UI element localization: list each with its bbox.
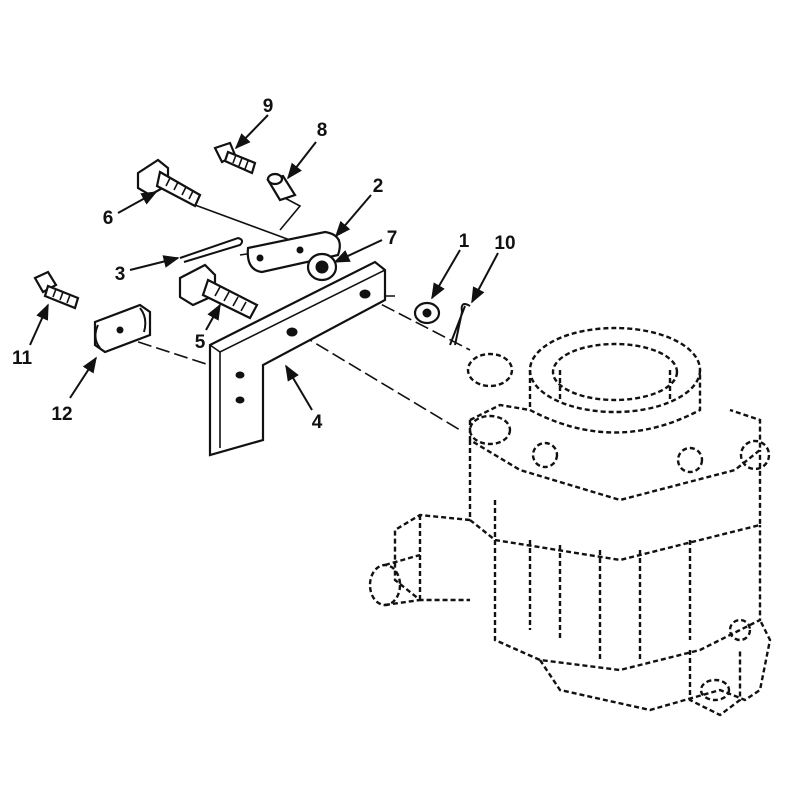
callout-11: 11 — [12, 348, 33, 369]
screw-9 — [213, 141, 257, 175]
cotter-pin-10 — [449, 303, 471, 346]
spring-clip-3 — [179, 236, 244, 263]
throttle-cable-bracket — [208, 260, 387, 457]
callout-4: 4 — [312, 412, 323, 433]
callout-5: 5 — [195, 332, 206, 353]
callout-9: 9 — [263, 96, 274, 117]
clip-12 — [93, 303, 152, 354]
leader-arrows — [29, 114, 499, 411]
callout-6: 6 — [103, 208, 114, 229]
lever-bushing — [306, 252, 338, 282]
carburetor-phantom — [368, 326, 772, 717]
callout-8: 8 — [317, 120, 328, 141]
washer-1 — [413, 301, 441, 325]
callout-labels: 9 8 2 6 7 1 10 3 5 11 12 4 — [12, 96, 516, 433]
screw-11 — [33, 270, 80, 310]
callout-12: 12 — [51, 404, 72, 425]
callout-2: 2 — [373, 176, 384, 197]
bolt-6 — [136, 158, 202, 208]
callout-7: 7 — [387, 228, 398, 249]
callout-3: 3 — [115, 264, 126, 285]
callout-10: 10 — [494, 233, 515, 254]
stud-8 — [266, 172, 297, 202]
callout-1: 1 — [459, 231, 470, 252]
bolt-5 — [178, 263, 259, 320]
